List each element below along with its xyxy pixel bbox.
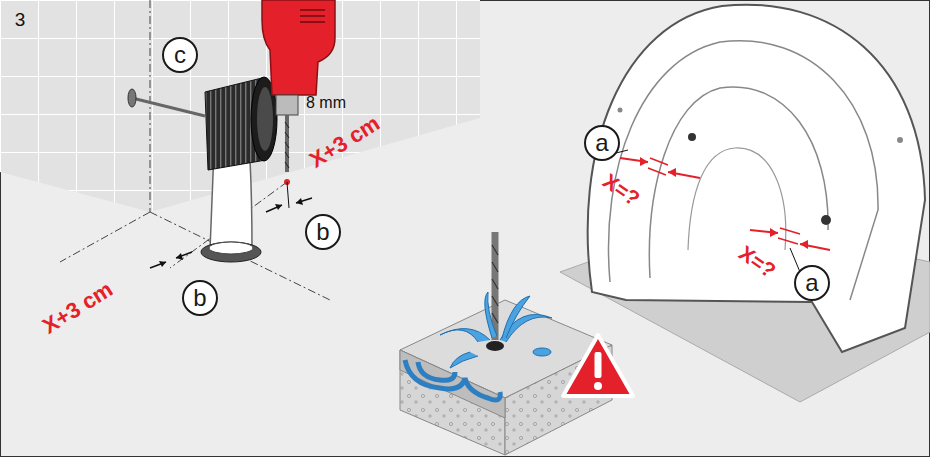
callout-letter: c (174, 43, 186, 67)
callout-letter: b (193, 286, 206, 310)
step-number: 3 (15, 10, 26, 31)
callout-circle: c (162, 37, 198, 73)
callout-letter: a (805, 271, 818, 295)
callout-letter: a (595, 131, 608, 155)
callout-circle: b (305, 214, 341, 250)
drill-size: 8 mm (306, 94, 346, 112)
callout-letter: b (316, 220, 329, 244)
callout-circle: b (182, 280, 218, 316)
callout-circle: a (794, 265, 830, 301)
callout-circle: a (584, 125, 620, 161)
